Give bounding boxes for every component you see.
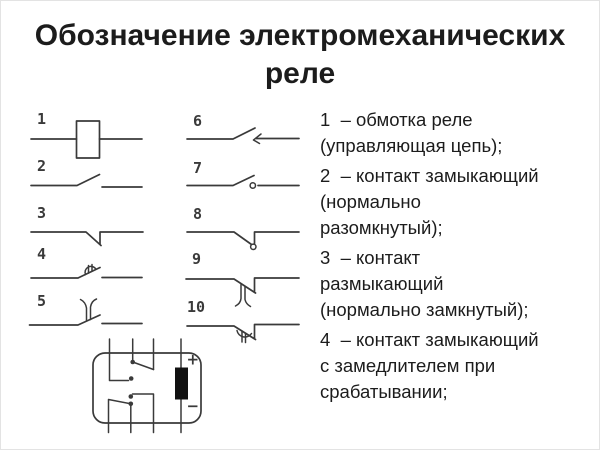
legend-line: срабатывании; <box>320 381 448 402</box>
relay-internal-diagram: + − <box>92 338 202 434</box>
legend-line: размыкающий <box>320 273 444 294</box>
legend-line: с замедлителем при <box>320 355 496 376</box>
no-contact-arrow-symbol <box>186 127 300 145</box>
no-contact-symbol <box>30 173 143 188</box>
legend-line: 2 – контакт замыкающий <box>320 165 539 186</box>
legend-line: (управляющая цепь); <box>320 135 503 156</box>
legend-line: 3 – контакт <box>320 247 421 268</box>
coil-minus-label: − <box>187 397 200 415</box>
legend: 1 – обмотка реле (управляющая цепь); 2 –… <box>320 107 596 409</box>
nc-contact-delay-cup-symbol <box>186 323 300 344</box>
no-contact-nonreturn-symbol <box>186 174 300 189</box>
legend-line: (нормально замкнутый); <box>320 299 529 320</box>
legend-line: 1 – обмотка реле <box>320 109 473 130</box>
legend-line: 4 – контакт замыкающий <box>320 329 539 350</box>
nc-contact-symbol <box>30 231 144 247</box>
slide-title-line1: Обозначение электромеханических <box>34 19 566 52</box>
legend-item-2: 2 – контакт замыкающий (нормально разомк… <box>320 163 596 241</box>
symbol-number-2: 2 <box>37 157 47 175</box>
symbol-number-4: 4 <box>37 245 47 263</box>
legend-line: (нормально <box>320 191 421 212</box>
symbol-number-6: 6 <box>193 112 203 130</box>
symbol-number-10: 10 <box>187 298 206 316</box>
no-contact-delay-on-operate-symbol <box>30 263 143 279</box>
symbol-number-8: 8 <box>193 205 203 223</box>
relay-coil-symbol <box>30 120 143 159</box>
symbol-number-1: 1 <box>37 110 47 128</box>
legend-item-3: 3 – контакт размыкающий (нормально замкн… <box>320 245 596 323</box>
legend-item-4: 4 – контакт замыкающий с замедлителем пр… <box>320 327 596 405</box>
legend-line: разомкнутый); <box>320 217 443 238</box>
nc-contact-nonreturn-symbol <box>186 231 300 251</box>
coil-body <box>175 367 188 400</box>
coil-plus-label: + <box>187 351 200 369</box>
slide-title: Обозначение электромеханических реле <box>1 17 599 93</box>
symbol-number-9: 9 <box>192 250 202 268</box>
legend-item-1: 1 – обмотка реле (управляющая цепь); <box>320 107 596 159</box>
no-contact-delay-on-release-symbol <box>28 298 143 326</box>
symbol-number-3: 3 <box>37 204 47 222</box>
symbol-number-7: 7 <box>193 159 203 177</box>
slide-title-line2: реле <box>264 57 336 90</box>
symbol-number-5: 5 <box>37 292 47 310</box>
nc-contact-delay-symbol <box>185 277 300 308</box>
